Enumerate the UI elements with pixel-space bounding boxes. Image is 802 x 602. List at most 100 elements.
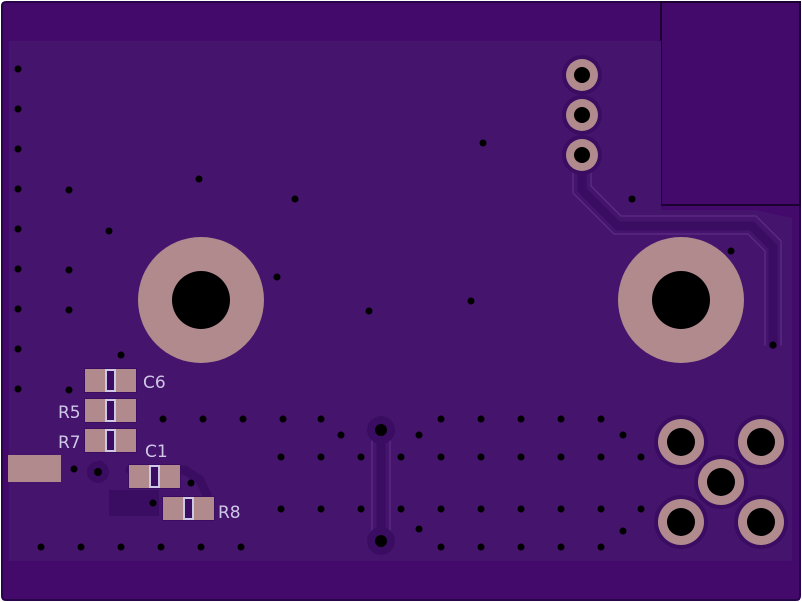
mounting-hole-right[interactable] [618, 237, 744, 363]
via-icon [637, 453, 645, 461]
via-icon [727, 247, 735, 255]
via-icon [397, 505, 405, 513]
via-icon [437, 453, 445, 461]
via-icon [337, 431, 345, 439]
via-icon [117, 351, 125, 359]
via-icon [517, 543, 525, 551]
via-icon [199, 415, 207, 423]
label-c1: C1 [145, 442, 168, 462]
trace-via-bottom[interactable] [367, 527, 395, 555]
via-icon [479, 139, 487, 147]
via-icon [517, 415, 525, 423]
drill-hole-icon [652, 271, 710, 329]
via-icon [477, 453, 485, 461]
via-icon [65, 306, 73, 314]
component-r8[interactable] [162, 496, 215, 521]
pad [85, 399, 107, 422]
via-icon [14, 145, 22, 153]
via-icon [117, 543, 125, 551]
via-icon [628, 195, 636, 203]
via-icon [477, 505, 485, 513]
via-icon [14, 265, 22, 273]
via-icon [14, 385, 22, 393]
label-r8: R8 [218, 503, 241, 523]
via-icon [415, 525, 423, 533]
label-r5: R5 [58, 403, 81, 423]
board-corner-cutout-edge [660, 1, 801, 206]
via-icon [597, 543, 605, 551]
label-r7: R7 [58, 433, 81, 453]
via-icon [105, 227, 113, 235]
trace-header-to-right [577, 150, 778, 350]
via-icon [279, 415, 287, 423]
connector-pin-center[interactable] [694, 455, 748, 509]
component-c1[interactable] [128, 464, 181, 489]
via-icon [437, 415, 445, 423]
via-icon [365, 307, 373, 315]
connector-pins [654, 415, 788, 549]
pad [85, 369, 107, 392]
mounting-hole-left[interactable] [138, 237, 264, 363]
connector-pin-top-right[interactable] [734, 415, 788, 469]
pour-notch [646, 41, 792, 218]
via-icon [14, 65, 22, 73]
header-pins [562, 55, 602, 175]
via-icon [637, 505, 645, 513]
via-icon [467, 297, 475, 305]
via-icon [14, 225, 22, 233]
via-icon [357, 505, 365, 513]
via-icon [517, 505, 525, 513]
via-icon [159, 415, 167, 423]
via-icon [597, 453, 605, 461]
via-icon [477, 415, 485, 423]
via-icon [437, 543, 445, 551]
component-r7[interactable] [84, 428, 137, 453]
pad [158, 465, 180, 488]
via-icon [37, 543, 45, 551]
edge-pad[interactable] [8, 455, 61, 482]
trace-via-top[interactable] [367, 416, 395, 444]
via-icon [65, 266, 73, 274]
label-c6: C6 [143, 373, 166, 393]
via-icon [597, 505, 605, 513]
trace-via-r7[interactable] [87, 461, 109, 483]
silk-body [183, 497, 194, 520]
connector-pin-top-left[interactable] [654, 415, 708, 469]
via-icon [477, 543, 485, 551]
via-icon [187, 479, 195, 487]
via-icon [273, 273, 281, 281]
via-icon [14, 305, 22, 313]
drill-hole-icon [172, 271, 230, 329]
silk-body [149, 465, 160, 488]
via-icon [14, 345, 22, 353]
via-icon [317, 505, 325, 513]
pad [114, 369, 136, 392]
pad [192, 497, 214, 520]
ground-pour [9, 41, 646, 561]
pad [129, 465, 151, 488]
via-icon [517, 453, 525, 461]
component-r5[interactable] [84, 398, 137, 423]
via-icon [317, 415, 325, 423]
component-c6[interactable] [84, 368, 137, 393]
header-pin-1[interactable] [562, 55, 602, 95]
silk-body [105, 369, 116, 392]
via-icon [291, 195, 299, 203]
via-icon [277, 505, 285, 513]
via-icon [557, 543, 565, 551]
header-pin-3[interactable] [562, 135, 602, 175]
trace-edge-highlight-2 [590, 159, 782, 346]
connector-pin-bottom-left[interactable] [654, 495, 708, 549]
via-icon [557, 415, 565, 423]
via-icon [197, 543, 205, 551]
via-icon [415, 431, 423, 439]
connector-pin-bottom-right[interactable] [734, 495, 788, 549]
via-icon [557, 453, 565, 461]
via-icon [77, 543, 85, 551]
via-icon [239, 415, 247, 423]
via-icon [557, 505, 565, 513]
header-pin-2[interactable] [562, 95, 602, 135]
silk-body [105, 399, 116, 422]
via-icon [277, 453, 285, 461]
